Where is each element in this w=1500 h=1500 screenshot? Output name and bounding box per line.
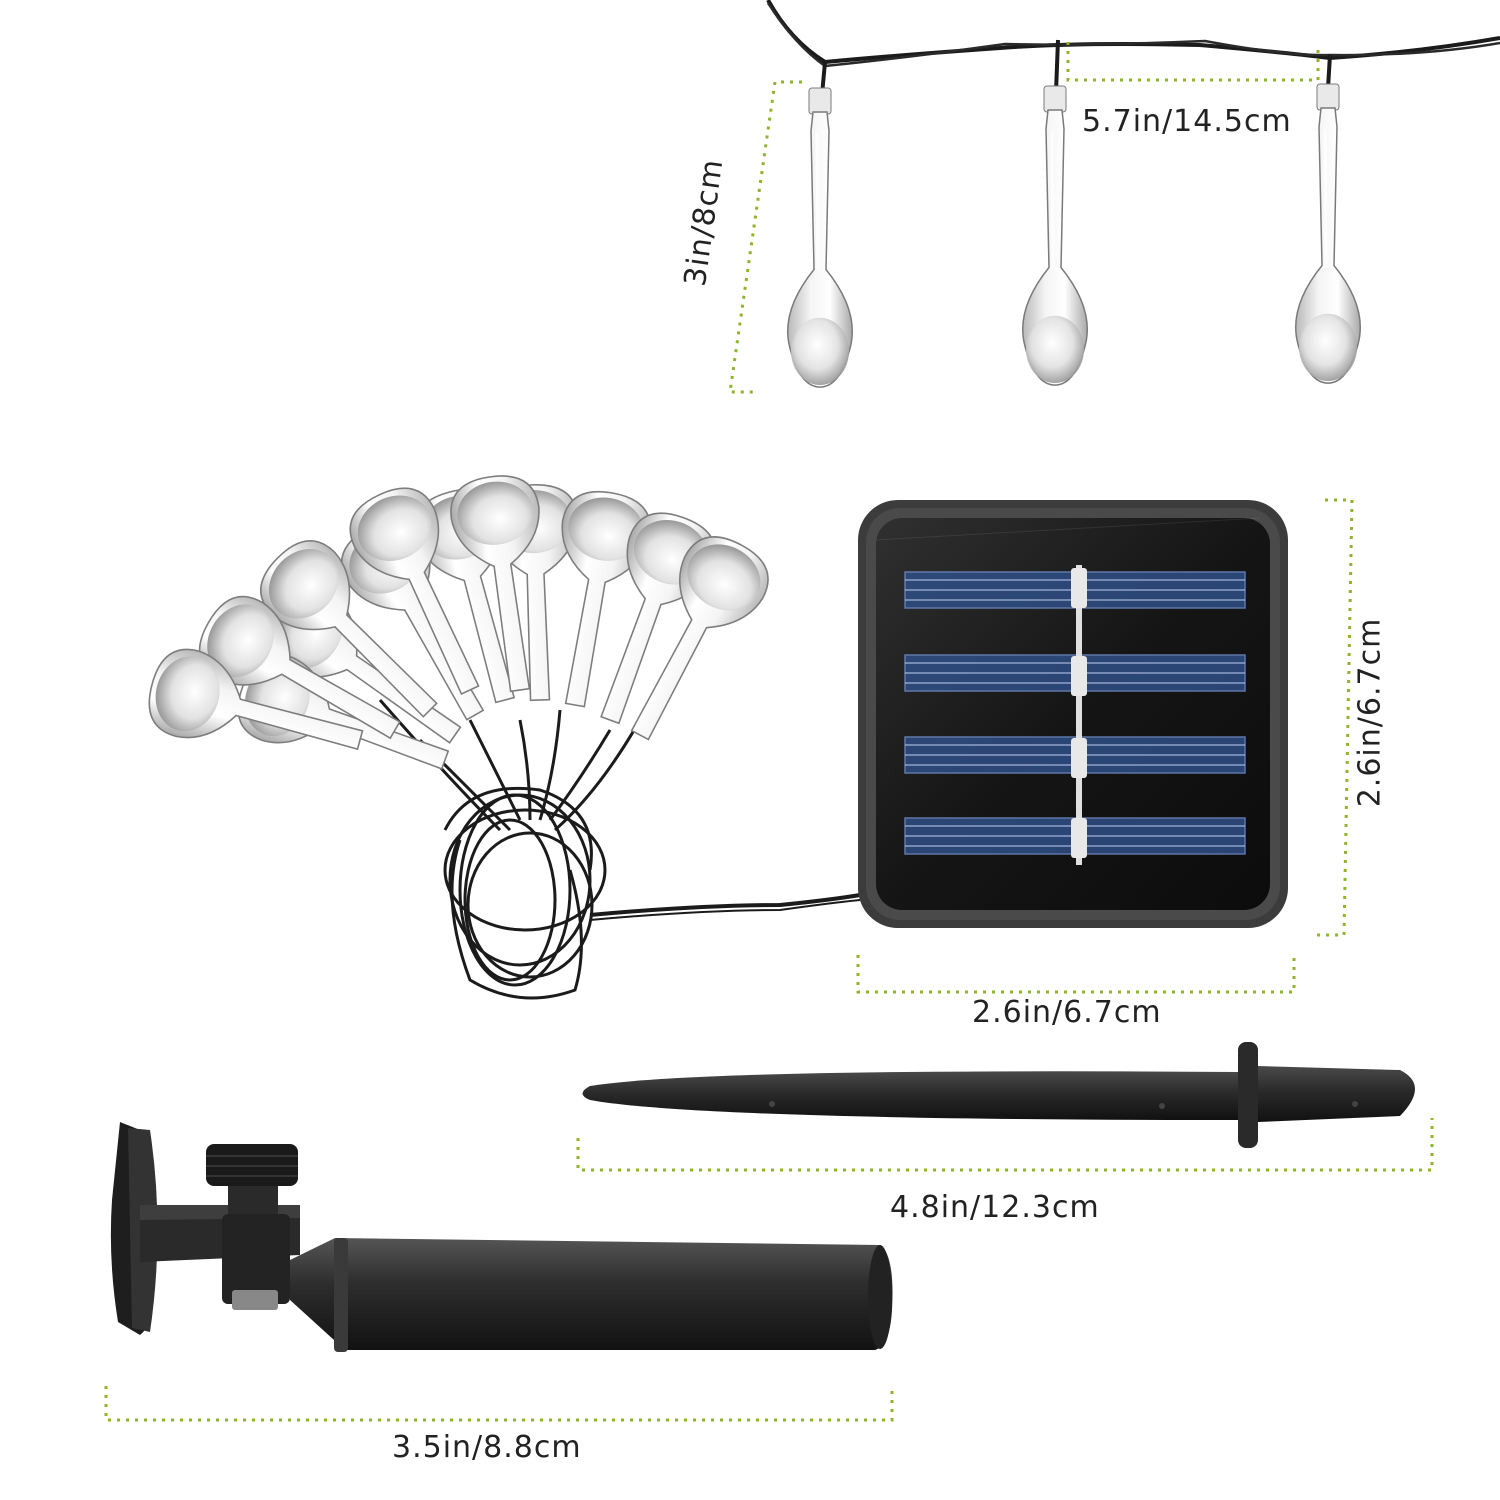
bulb-bundle	[139, 469, 861, 1000]
bracket-length-guide	[104, 1386, 894, 1422]
bracket-length-label: 3.5in/8.8cm	[392, 1430, 582, 1465]
panel-width-label: 2.6in/6.7cm	[972, 995, 1162, 1030]
bulb-height-guide	[728, 42, 1320, 394]
stake-length-guide	[576, 1118, 1434, 1172]
panel-size-guide	[856, 498, 1354, 994]
panel-height-label: 2.6in/6.7cm	[1352, 617, 1388, 808]
stake-length-label: 4.8in/12.3cm	[890, 1190, 1100, 1225]
ground-stake-icon	[582, 1042, 1415, 1148]
bulb-spacing-label: 5.7in/14.5cm	[1082, 104, 1292, 139]
wall-bracket-icon	[110, 1122, 893, 1352]
teardrop-bulb-icon	[766, 0, 1500, 389]
solar-panel-icon	[858, 500, 1288, 928]
